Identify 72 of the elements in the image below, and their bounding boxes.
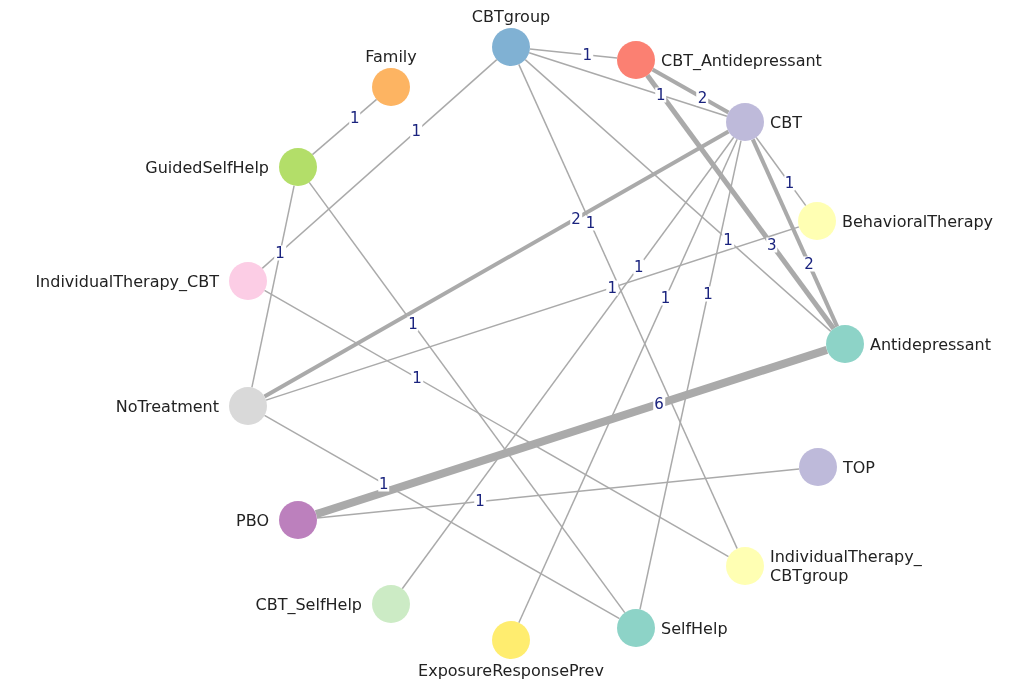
edge-label: 2 (696, 90, 709, 106)
edge-label: 2 (803, 256, 815, 272)
network-node (372, 585, 410, 623)
network-node (798, 202, 836, 240)
network-node (229, 387, 267, 425)
network-node (617, 609, 655, 647)
network-node (617, 41, 655, 79)
edge-label: 1 (702, 286, 714, 302)
network-node (279, 501, 317, 539)
node-label: GuidedSelfHelp (145, 157, 269, 177)
network-node (229, 262, 267, 300)
node-label: Antidepressant (870, 334, 992, 354)
network-node (799, 448, 837, 486)
connector-line (755, 136, 807, 207)
node-label: SelfHelp (661, 618, 729, 638)
connector-line (265, 226, 800, 401)
node-label: BehavioralTherapy (842, 211, 995, 231)
connector-line (518, 63, 738, 550)
edge-label: 1 (474, 493, 486, 509)
connector-line (263, 414, 621, 620)
edge-label: 1 (633, 259, 645, 275)
node-label: CBT_Antidepressant (661, 50, 823, 70)
connector-line (750, 138, 840, 328)
connector-line (518, 138, 738, 624)
edge-label: 1 (581, 47, 593, 63)
connector-line (401, 136, 735, 590)
edge-label: 1 (274, 245, 286, 261)
network-node (492, 28, 530, 66)
connector-line (651, 67, 730, 115)
edge-label: 6 (653, 396, 665, 412)
edge-label: 1 (783, 175, 796, 191)
node-label: IndividualTherapy_ CBTgroup (770, 547, 923, 585)
network-node (726, 103, 764, 141)
edge-label: 1 (378, 476, 390, 492)
edge-label: 1 (659, 290, 672, 306)
connector-line (308, 181, 626, 614)
edge-label: 1 (348, 110, 361, 126)
edge-label: 1 (410, 123, 423, 139)
connector-line (311, 98, 378, 156)
edge-label: 1 (411, 370, 423, 386)
node-label: CBTgroup (471, 7, 551, 26)
edge-label: 1 (407, 316, 419, 332)
node-label: PBO (236, 510, 269, 530)
node-label: TOP (843, 457, 876, 477)
edge-label: 1 (584, 215, 597, 231)
node-label: NoTreatment (115, 396, 219, 416)
network-node (279, 148, 317, 186)
connector-line (263, 289, 730, 558)
connector-line (529, 48, 618, 59)
network-node (492, 621, 530, 659)
connector-line (314, 346, 829, 518)
node-label: IndividualTherapy_CBT (35, 271, 219, 291)
connector-line (261, 58, 498, 270)
connector-line (524, 58, 832, 333)
connector-line (316, 468, 800, 519)
edge-label: 3 (766, 237, 778, 253)
network-node (826, 325, 864, 363)
node-label: Family (365, 47, 417, 66)
connector-line (639, 139, 742, 611)
node-label: CBT (770, 112, 803, 132)
network-node (726, 547, 764, 585)
network-node (372, 68, 410, 106)
connector-line (645, 73, 836, 331)
connector-line (528, 52, 728, 117)
connector-line (251, 184, 295, 389)
edge-label: 2 (570, 211, 582, 227)
node-label: CBT_SelfHelp (255, 594, 362, 614)
edge-label: 1 (655, 87, 667, 103)
edge-label: 1 (722, 232, 734, 248)
edge-label: 1 (606, 280, 618, 296)
connector-line (263, 129, 730, 399)
node-label: ExposureResponsePrev (418, 661, 604, 680)
